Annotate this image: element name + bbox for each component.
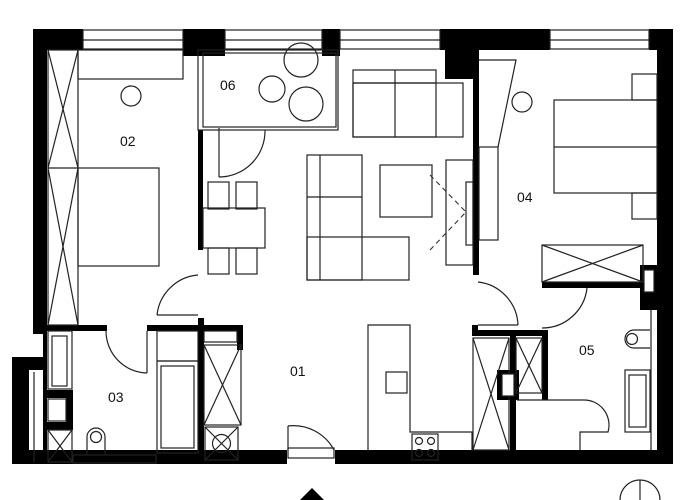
interior-walls [43, 50, 657, 450]
round-tank-icon [288, 86, 324, 122]
entrance-arrow-icon [300, 488, 324, 500]
room-label-04: 04 [517, 189, 533, 205]
room-label-01: 01 [290, 363, 306, 379]
toilet-icon [624, 329, 650, 349]
exterior-walls [12, 29, 673, 464]
room-06-storage [197, 42, 339, 178]
lamp-icon [120, 85, 142, 107]
room-04-bedroom [478, 59, 658, 293]
ventilation-icon [204, 426, 239, 461]
room-label-02: 02 [120, 133, 136, 149]
entrance-door[interactable] [287, 425, 335, 459]
north-compass-icon [619, 479, 661, 500]
room-02-bedroom [47, 49, 184, 326]
windows [82, 29, 650, 50]
room-label-05: 05 [579, 342, 595, 358]
round-tank-icon [258, 75, 286, 103]
room-label-06: 06 [220, 77, 236, 93]
hob-icon [411, 433, 439, 461]
round-tank-icon [283, 42, 319, 78]
room-03-bathroom [33, 330, 199, 464]
room-label-03: 03 [108, 389, 124, 405]
room-05-bathroom [472, 287, 652, 451]
toilet-icon [86, 427, 106, 455]
lamp-icon [511, 91, 533, 113]
room-labels: 06 02 04 01 03 05 [108, 77, 595, 405]
room-01-living [156, 69, 519, 461]
